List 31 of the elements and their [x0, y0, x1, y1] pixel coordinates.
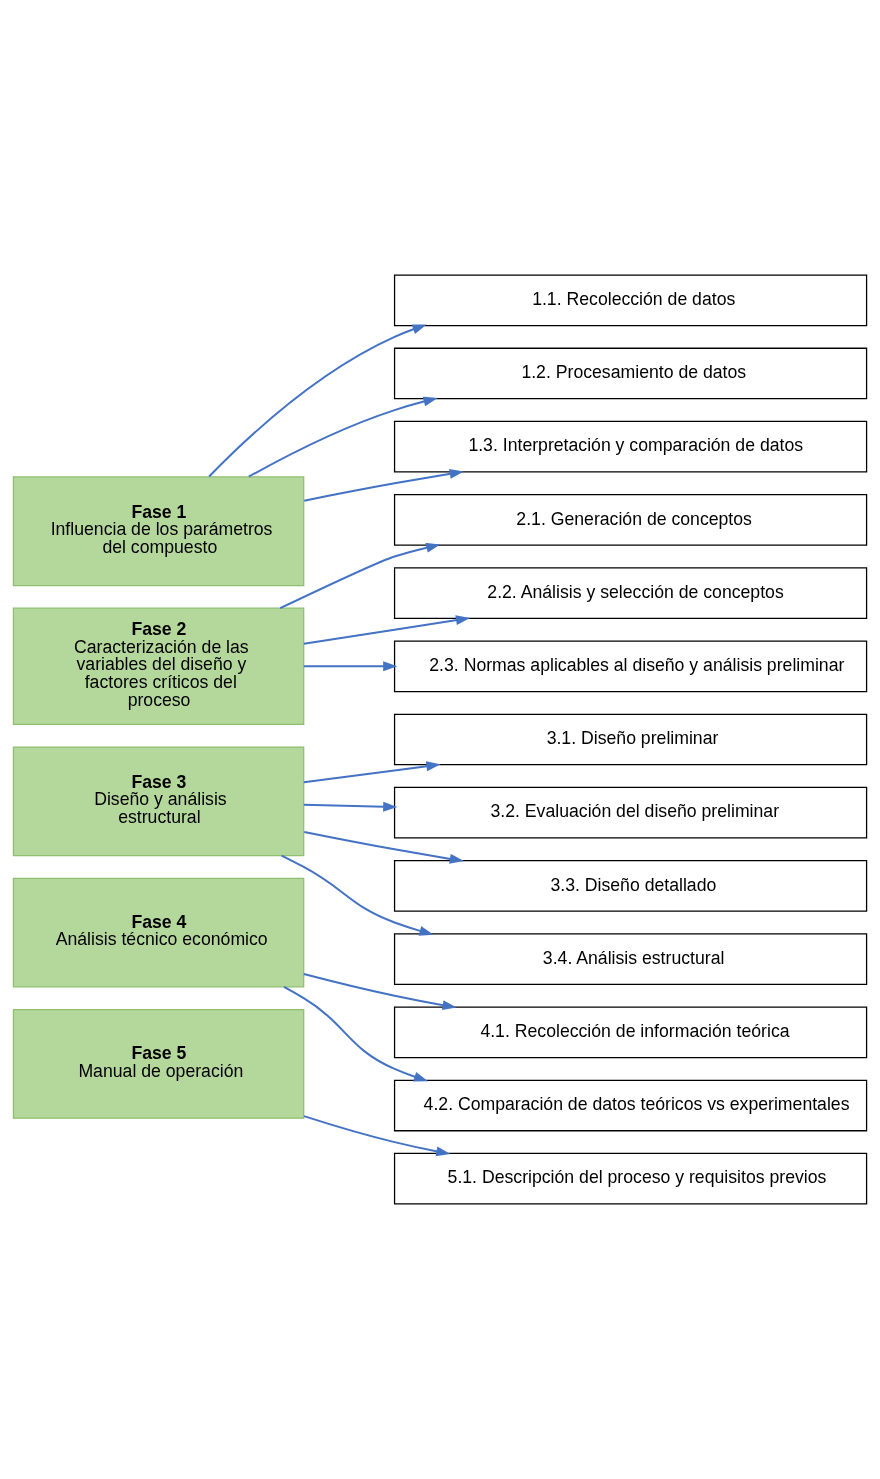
node-box: 5.1. Descripción del proceso y requisitos previos — [393, 1152, 868, 1205]
node-box: 3.3. Diseño detallado — [393, 860, 868, 912]
node-box: 3.2. Evaluación del diseño preliminar — [393, 786, 868, 839]
arrow — [304, 830, 464, 864]
arrow — [279, 542, 441, 610]
arrow — [208, 324, 427, 478]
node-box: 4.2. Comparación de datos teóricos vs experimentales — [393, 1079, 868, 1132]
arrow — [248, 396, 438, 478]
node-box: Fase 3 Diseño y análisis estructural — [12, 746, 305, 857]
arrow — [303, 801, 398, 812]
node-box: 2.1. Generación de conceptos — [393, 494, 868, 546]
node-box: 3.4. Análisis estructural — [393, 933, 868, 985]
node-box: 3.1. Diseño preliminar — [393, 713, 868, 766]
node-box: 2.3. Normas aplicables al diseño y análisis preliminar — [393, 640, 868, 693]
arrow — [283, 986, 429, 1082]
arrow — [304, 468, 464, 502]
arrow — [303, 615, 471, 645]
arrow — [303, 972, 457, 1010]
node-box: Fase 1 Influencia de los parámetros del compuesto — [12, 476, 305, 587]
node-box: 1.2. Procesamiento de datos — [393, 347, 868, 400]
node-box: Fase 2 Caracterización de las variables del diseño y factores críticos del proceso — [12, 607, 305, 725]
node-box: 2.2. Análisis y selección de conceptos — [393, 567, 868, 619]
arrow — [303, 1115, 451, 1157]
arrow — [281, 854, 434, 936]
arrow — [303, 761, 441, 784]
node-box: 4.1. Recolección de información teórica — [393, 1006, 868, 1059]
arrow — [303, 661, 398, 672]
node-box: Fase 4 Análisis técnico económico — [12, 877, 305, 988]
node-box: 1.3. Interpretación y comparación de datos — [393, 420, 868, 473]
node-box: 1.1. Recolección de datos — [393, 274, 868, 327]
node-box: Fase 5 Manual de operación — [12, 1008, 305, 1119]
